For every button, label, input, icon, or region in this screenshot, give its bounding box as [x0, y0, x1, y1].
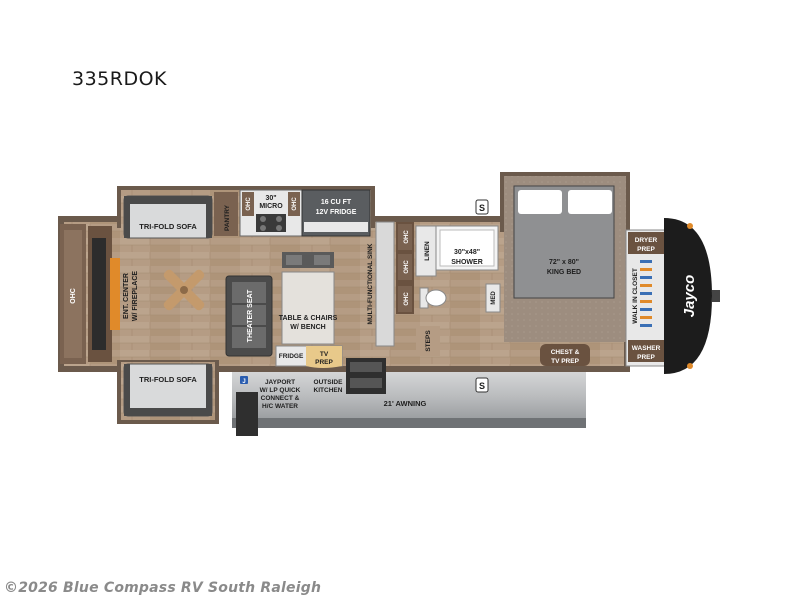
svg-text:PREP: PREP: [315, 359, 333, 366]
svg-text:PREP: PREP: [637, 354, 655, 361]
svg-text:W/ LP QUICK: W/ LP QUICK: [260, 387, 301, 394]
chest-tv-prep: CHEST & TV PREP: [540, 344, 590, 366]
watermark: ©2026 Blue Compass RV South Raleigh: [4, 580, 322, 596]
svg-text:MULTI-FUNCTIONAL SINK: MULTI-FUNCTIONAL SINK: [367, 243, 374, 324]
svg-text:OUTSIDE: OUTSIDE: [314, 379, 344, 386]
multi-functional-sink: MULTI-FUNCTIONAL SINK OHC OHC OHC: [367, 221, 414, 347]
svg-text:PREP: PREP: [637, 246, 655, 253]
svg-text:TV PREP: TV PREP: [551, 358, 579, 365]
svg-text:16 CU FT: 16 CU FT: [321, 199, 352, 206]
svg-text:WASHER: WASHER: [632, 345, 661, 352]
svg-text:WALK IN CLOSET: WALK IN CLOSET: [632, 268, 639, 324]
svg-text:W/ FIREPLACE: W/ FIREPLACE: [132, 271, 139, 321]
svg-text:OHC: OHC: [70, 288, 77, 304]
svg-text:OHC: OHC: [404, 260, 410, 274]
toilet-icon: [419, 287, 447, 309]
svg-text:30"x48": 30"x48": [454, 249, 480, 256]
entry-steps: STEPS: [416, 326, 440, 356]
jayport-badge: J: [242, 379, 245, 385]
svg-text:PANTRY: PANTRY: [224, 204, 231, 231]
svg-text:S: S: [479, 203, 485, 213]
stove-icon: [256, 214, 286, 232]
svg-text:STEPS: STEPS: [425, 330, 432, 352]
trifold-sofa-bottom: TRI-FOLD SOFA: [123, 363, 213, 417]
jayco-logo: Jayco: [681, 275, 698, 318]
svg-text:TRI-FOLD SOFA: TRI-FOLD SOFA: [139, 375, 197, 384]
svg-text:W/ BENCH: W/ BENCH: [290, 324, 325, 331]
svg-text:TRI-FOLD SOFA: TRI-FOLD SOFA: [139, 222, 197, 231]
awning: 21' AWNING: [232, 368, 586, 428]
svg-text:JAYPORT: JAYPORT: [265, 379, 295, 386]
front-cap: Jayco: [664, 218, 720, 374]
bathroom: LINEN 30"x48" SHOWER MED: [415, 225, 501, 313]
dinette-table: TABLE & CHAIRS W/ BENCH: [279, 252, 338, 345]
svg-text:OHC: OHC: [404, 292, 410, 306]
svg-text:MICRO: MICRO: [259, 203, 283, 210]
awning-label: 21' AWNING: [384, 399, 427, 408]
svg-text:TABLE & CHAIRS: TABLE & CHAIRS: [279, 315, 338, 322]
svg-text:CONNECT &: CONNECT &: [261, 395, 300, 402]
ceiling-fan-icon: [163, 269, 205, 311]
slide-marker-bottom: S: [475, 377, 489, 393]
model-title: 335RDOK: [72, 68, 168, 90]
svg-text:CHEST &: CHEST &: [551, 349, 580, 356]
svg-text:H/C WATER: H/C WATER: [262, 403, 298, 410]
svg-text:12V FRIDGE: 12V FRIDGE: [316, 209, 357, 216]
trifold-sofa-top: TRI-FOLD SOFA: [123, 195, 213, 239]
svg-text:OHC: OHC: [292, 197, 298, 211]
slide-marker-top: S: [475, 199, 489, 215]
svg-text:OHC: OHC: [246, 197, 252, 211]
svg-text:30": 30": [265, 195, 276, 202]
theater-seat: THEATER SEAT: [225, 275, 273, 357]
pantry: PANTRY: [214, 192, 238, 236]
kitchen-counter: OHC OHC 30" MICRO: [239, 189, 305, 237]
svg-text:ENT. CENTER: ENT. CENTER: [123, 273, 130, 319]
svg-text:72" x 80": 72" x 80": [549, 259, 579, 266]
svg-text:FRIDGE: FRIDGE: [279, 353, 304, 360]
king-bed: 72" x 80" KING BED: [513, 185, 615, 299]
outside-kitchen: OUTSIDE KITCHEN: [314, 358, 386, 394]
svg-text:DRYER: DRYER: [635, 237, 658, 244]
svg-text:OHC: OHC: [404, 230, 410, 244]
svg-text:KING BED: KING BED: [547, 269, 581, 276]
fridge-16cuft: 16 CU FT 12V FRIDGE: [301, 189, 371, 237]
svg-text:THEATER SEAT: THEATER SEAT: [247, 289, 254, 342]
jayport: J JAYPORT W/ LP QUICK CONNECT & H/C WATE…: [236, 376, 301, 436]
svg-text:MED: MED: [491, 291, 497, 305]
svg-text:KITCHEN: KITCHEN: [314, 387, 343, 394]
kitchen-island: FRIDGE TV PREP: [275, 345, 343, 368]
closet-hangers: [640, 260, 652, 327]
svg-text:SHOWER: SHOWER: [451, 259, 483, 266]
walk-in-closet: DRYER PREP WASHER PREP WALK IN CLOSET: [625, 229, 667, 367]
ohc-front-cabinet: OHC: [60, 224, 86, 364]
svg-text:S: S: [479, 381, 485, 391]
svg-text:TV: TV: [320, 351, 329, 358]
entertainment-center: ENT. CENTER W/ FIREPLACE: [88, 226, 139, 362]
svg-text:LINEN: LINEN: [424, 241, 431, 261]
